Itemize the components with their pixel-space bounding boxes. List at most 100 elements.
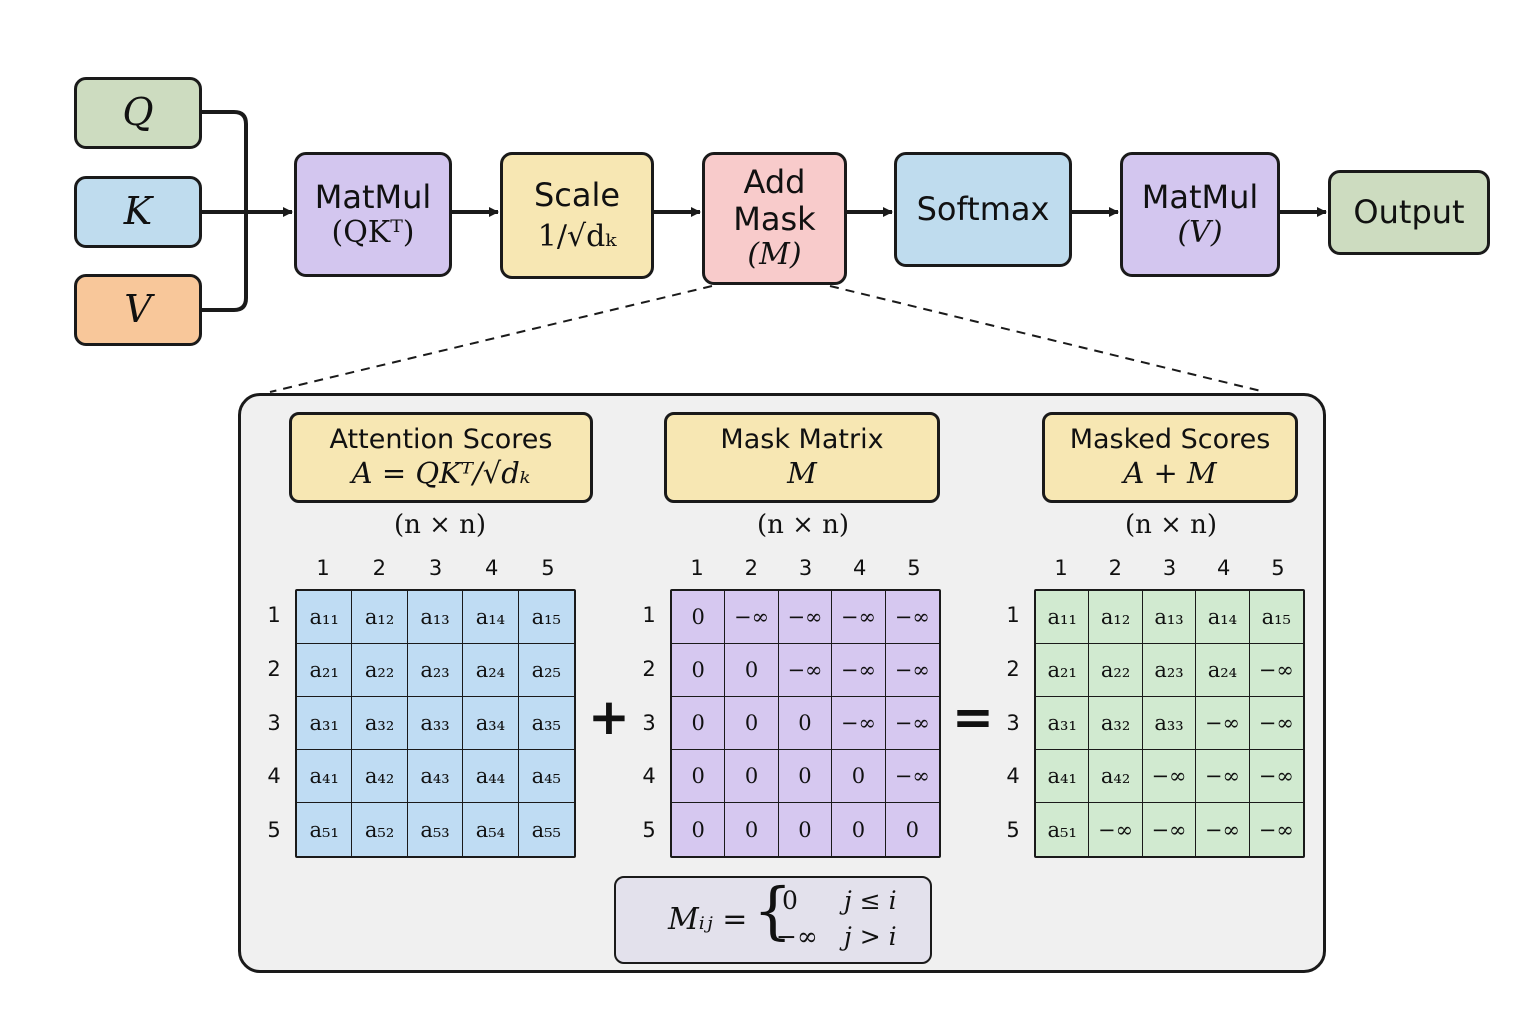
- v-node: V: [74, 274, 202, 346]
- softmax-title: Softmax: [916, 190, 1050, 229]
- masked-col-index: 4: [1217, 556, 1231, 580]
- masked-row-index: 1: [1006, 602, 1020, 627]
- mask-row-index: 5: [642, 818, 656, 843]
- mask-cell: 0: [725, 803, 779, 856]
- mask-col-index: 2: [744, 556, 758, 580]
- scale-expr: 1/√dₖ: [537, 218, 617, 254]
- mask-col-index: 5: [907, 556, 921, 580]
- mask-cell: 0: [672, 803, 726, 856]
- masked-cell: −∞: [1143, 803, 1197, 856]
- attention-scores-title: Attention Scores: [329, 423, 553, 455]
- mask-cell: 0: [725, 750, 779, 803]
- masked-cell: −∞: [1249, 697, 1303, 750]
- masked-row-index: 5: [1006, 818, 1020, 843]
- masked-cell: a₃₃: [1142, 697, 1197, 750]
- scores-cell: a₄₅: [518, 750, 574, 803]
- mask-cell: −∞: [832, 697, 886, 750]
- scores-row-index: 4: [267, 764, 281, 789]
- scores-cell: a₅₅: [531, 817, 561, 842]
- masked-cell: a₁₂: [1089, 591, 1143, 644]
- mask-cell: −∞: [885, 697, 939, 750]
- scale-title: Scale: [533, 175, 621, 214]
- attention-scores-formula: A = QKᵀ/√dₖ: [351, 456, 531, 491]
- masked-cell: −∞: [1089, 803, 1143, 856]
- masked-cell: −∞: [1249, 644, 1303, 697]
- mask-row-index: 3: [642, 710, 656, 735]
- masked-cell: −∞: [1196, 803, 1250, 856]
- mask-cell: 0: [672, 750, 726, 803]
- scores-cell: a₁₄: [463, 591, 519, 644]
- scale-node: Scale 1/√dₖ: [500, 152, 654, 279]
- masked-cell: a₂₃: [1142, 644, 1197, 697]
- matmul-v-title: MatMul: [1141, 177, 1259, 216]
- scores-row-index: 5: [267, 818, 281, 843]
- mask-cell: 0: [672, 591, 726, 644]
- mask-cell: 0: [778, 750, 833, 803]
- scores-cell: a₂₃: [407, 644, 464, 697]
- matmul-qk-node: MatMul (QKᵀ): [294, 152, 452, 277]
- scores-row-index: 3: [267, 710, 281, 735]
- masked-cell: −∞: [1196, 697, 1250, 750]
- matmul-v-expr: (V): [1177, 214, 1223, 250]
- mask-cell: 0: [778, 697, 833, 750]
- mask-col-index: 3: [798, 556, 813, 580]
- scores-row-index: 1: [267, 602, 281, 627]
- scores-cell: a₂₁: [297, 644, 353, 697]
- scores-row-index: 2: [267, 656, 281, 681]
- scores-col-index: 3: [428, 556, 443, 580]
- masked-col-index: 5: [1271, 556, 1285, 580]
- scores-cell: a₂₅: [518, 644, 574, 697]
- scores-cell: a₄₄: [463, 750, 519, 803]
- masked-dims: (n × n): [1124, 510, 1218, 540]
- scores-cell: a₁₁: [297, 591, 353, 644]
- add-mask-title-2: Mask: [733, 200, 816, 239]
- zoom-line-left: [269, 285, 713, 393]
- mask-cell: −∞: [725, 591, 779, 644]
- v-label: V: [124, 287, 152, 332]
- mask-matrix-header: Mask Matrix M: [664, 412, 940, 503]
- masked-cell: a₂₄: [1196, 644, 1250, 697]
- mask-cell: −∞: [885, 644, 939, 697]
- masked-cell: a₁₅: [1249, 591, 1303, 644]
- softmax-node: Softmax: [894, 152, 1072, 267]
- scores-cell: a₅₃: [408, 803, 464, 856]
- scores-cell: a₂₄: [463, 644, 519, 697]
- masked-scores-header: Masked Scores A + M: [1042, 412, 1298, 503]
- scores-col-index: 2: [372, 556, 386, 580]
- formula-brace: {: [753, 874, 793, 947]
- scores-cell: a₅₂: [352, 803, 408, 856]
- scores-col-index: 5: [541, 556, 555, 580]
- mask-cell: 0: [672, 644, 726, 697]
- add-mask-expr: (M): [747, 237, 802, 273]
- mask-matrix-formula: M: [787, 456, 817, 491]
- scores-cell: a₄₂: [352, 750, 408, 803]
- mask-cell: 0: [725, 644, 779, 697]
- masked-cell: a₃₁: [1036, 697, 1090, 750]
- masked-cell: a₅₁: [1036, 803, 1090, 856]
- mask-cell: −∞: [778, 644, 833, 697]
- mask-cell: 0: [905, 817, 919, 842]
- mask-cell: −∞: [885, 750, 939, 803]
- q-label: Q: [122, 90, 154, 135]
- scores-cell: a₅₁: [297, 803, 353, 856]
- scores-col-index: 4: [485, 556, 499, 580]
- zoom-line-right: [829, 285, 1266, 393]
- masked-cell: a₁₄: [1196, 591, 1250, 644]
- output-title: Output: [1353, 193, 1465, 232]
- formula-case2-cond: j > i: [844, 922, 897, 951]
- masked-col-index: 3: [1162, 556, 1177, 580]
- mask-row-index: 2: [642, 656, 656, 681]
- mask-col-index: 4: [853, 556, 867, 580]
- scores-cell: a₅₄: [463, 803, 519, 856]
- formula-lhs: Mᵢⱼ =: [668, 902, 748, 937]
- matmul-v-node: MatMul (V): [1120, 152, 1280, 277]
- mask-definition-formula: Mᵢⱼ = { 0 j ≤ i −∞ j > i: [614, 876, 932, 964]
- k-node: K: [74, 176, 202, 248]
- mask-cell: 0: [672, 697, 726, 750]
- mask-cell: −∞: [778, 591, 833, 644]
- q-node: Q: [74, 77, 202, 149]
